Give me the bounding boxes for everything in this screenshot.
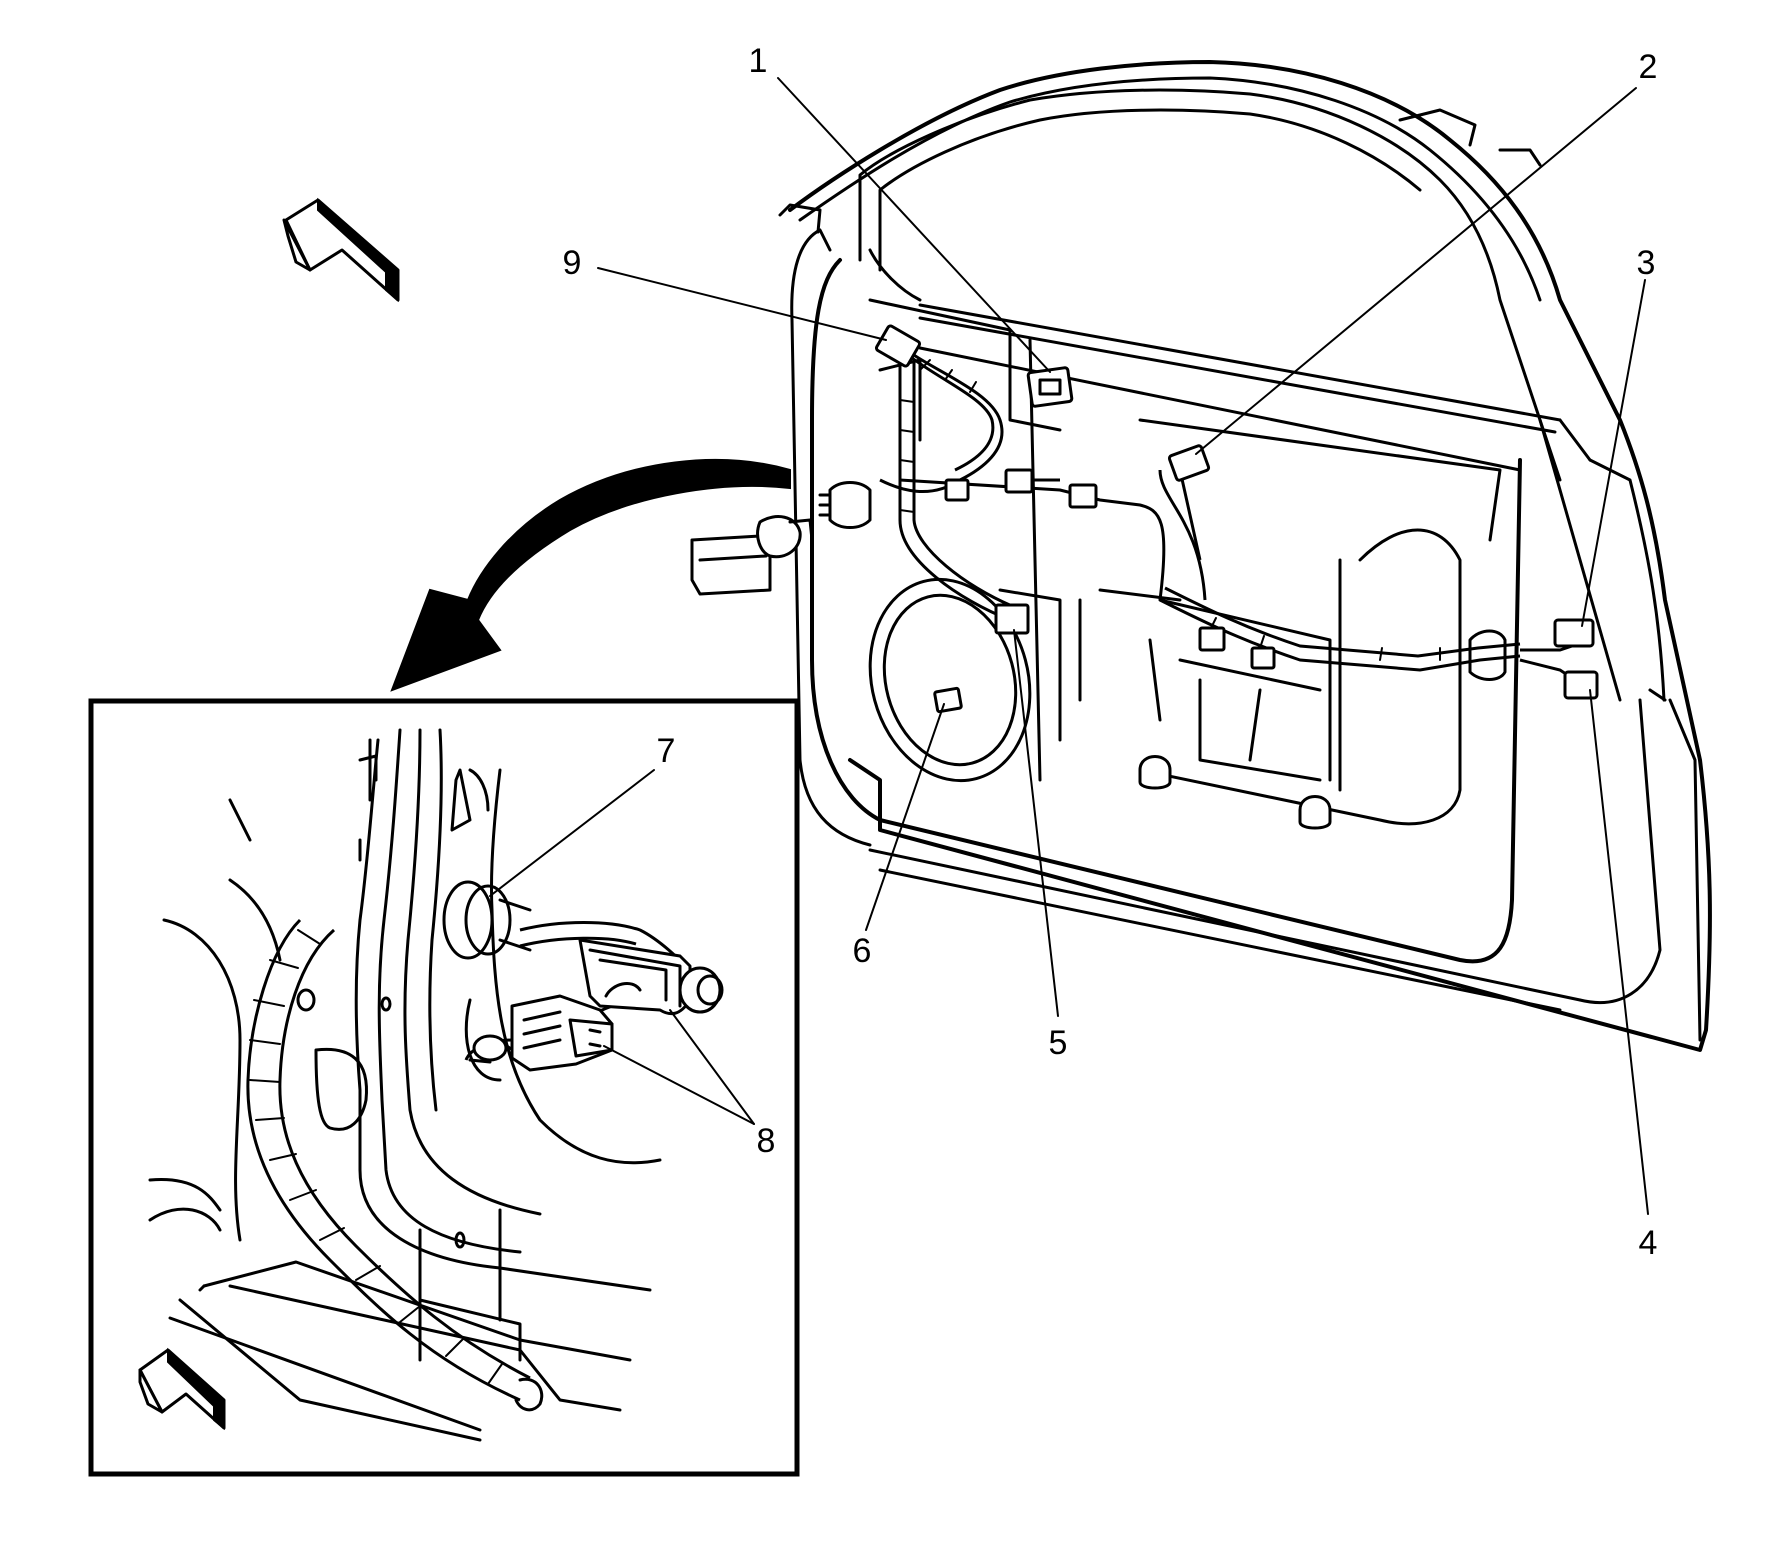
inset-forward-arrow-icon — [138, 1347, 226, 1431]
callout-label-3: 3 — [1637, 244, 1656, 282]
callout-leader-lines — [489, 77, 1649, 1215]
callout-label-7: 7 — [657, 732, 676, 770]
callout-label-1: 1 — [749, 42, 768, 80]
door-assembly-main-view — [690, 60, 1712, 1052]
callout-label-6: 6 — [853, 932, 872, 970]
callout-label-5: 5 — [1049, 1024, 1068, 1062]
callout-label-9: 9 — [563, 244, 582, 282]
forward-arrow-icon — [282, 197, 400, 303]
detail-view-arrow-icon — [390, 459, 791, 692]
callout-label-8: 8 — [757, 1122, 776, 1160]
callout-label-2: 2 — [1639, 48, 1658, 86]
hinge-pillar-inset-view — [88, 698, 800, 1477]
callout-label-4: 4 — [1639, 1224, 1658, 1262]
